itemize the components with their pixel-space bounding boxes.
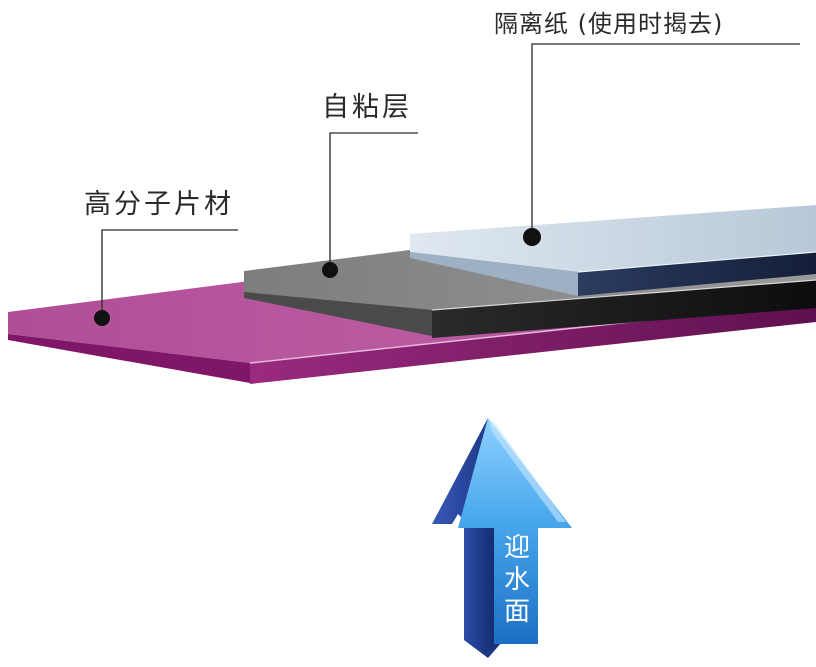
leader-dot-polymer-sheet xyxy=(94,310,110,326)
label-release-paper: 隔离纸 (使用时揭去) xyxy=(494,10,723,38)
water-facing-arrow: 迎 水 面 xyxy=(432,418,572,658)
arrow-shaft-bevel xyxy=(464,528,494,654)
arrow-label-char-1: 迎 xyxy=(504,533,530,563)
leader-polymer-sheet xyxy=(94,229,238,326)
release-paper-front xyxy=(578,252,816,296)
label-adhesive-layer: 自粘层 xyxy=(322,92,412,123)
adhesive-layer-front xyxy=(432,280,816,338)
polymer-sheet-front xyxy=(250,302,816,384)
leader-adhesive-layer xyxy=(322,132,418,278)
label-polymer-sheet: 高分子片材 xyxy=(84,189,234,220)
release-paper-edge-highlight xyxy=(577,251,816,273)
leader-dot-release-paper xyxy=(523,228,541,246)
release-paper-layer xyxy=(410,205,816,296)
release-paper-left-edge xyxy=(410,234,578,296)
arrow-head-highlight xyxy=(488,418,566,522)
adhesive-layer-left-edge xyxy=(244,271,432,336)
leader-release-paper xyxy=(523,43,800,246)
leader-dot-adhesive-layer xyxy=(322,262,338,278)
arrow-label-char-2: 水 xyxy=(504,565,530,595)
polymer-sheet-left-edge xyxy=(8,312,250,383)
release-paper-top xyxy=(410,205,816,272)
adhesive-layer-edge-highlight xyxy=(431,279,816,311)
arrow-light-face xyxy=(458,418,572,644)
arrow-label-char-3: 面 xyxy=(504,597,530,627)
